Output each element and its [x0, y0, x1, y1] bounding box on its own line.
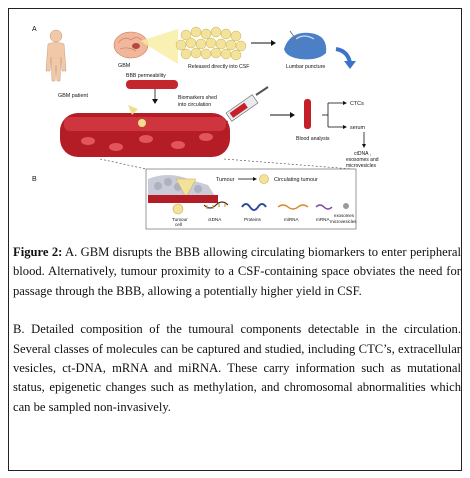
tumour-label: Tumour	[216, 177, 235, 183]
figure-illustration: A GBM patient GBM Released directly into…	[32, 26, 379, 230]
mrna-icon	[315, 204, 333, 210]
bbb-permeability-label: BBB permeability	[126, 73, 166, 79]
csf-cell-cluster	[175, 26, 247, 61]
mrna-label: mRNA	[316, 217, 330, 222]
panel-b-label: B	[32, 176, 37, 183]
ctcs-label: CTCs	[350, 101, 364, 107]
caption-paragraph-2: B. Detailed composition of the tumoural …	[13, 322, 461, 414]
microvesicles-label: microvesicles	[346, 163, 377, 169]
zoom-beam	[140, 29, 178, 64]
ctdna-label: ctDNA ,	[354, 151, 371, 157]
mirna-icon	[277, 204, 309, 210]
blood-analysis-label: Blood analysis	[296, 136, 330, 142]
exosomes-label: exosomes and	[346, 157, 379, 163]
panel-a-label: A	[32, 26, 37, 33]
serum-label: serum	[350, 125, 365, 131]
brain-illustration	[113, 31, 149, 59]
lumbar-puncture-label: Lumbar puncture	[286, 64, 325, 70]
bbb-vessel-small	[126, 80, 178, 89]
panel-b-tissue	[148, 175, 218, 203]
tumour-cell-shed	[128, 105, 138, 115]
ctdna-icon	[203, 201, 229, 209]
into-circulation-label: into circulation	[178, 102, 211, 108]
caption-paragraph-1: Figure 2: A. GBM disrupts the BBB allowi…	[13, 243, 461, 301]
exosomes-b-label: exosomes	[334, 213, 355, 218]
ctdna-b-label: ctDNA	[208, 217, 222, 222]
caption-text-a: A. GBM disrupts the BBB allowing circula…	[13, 245, 461, 298]
figure-panel-border	[8, 8, 462, 471]
tumour-cell-label-1: Tumour	[172, 217, 188, 222]
circulating-tumour-cell	[259, 174, 269, 184]
gbm-label: GBM	[118, 63, 131, 69]
proteins-label: Proteins	[244, 217, 262, 222]
circulating-tumour-label: Circulating tumour	[274, 177, 318, 183]
blood-tube	[304, 99, 311, 129]
figure-caption: Figure 2: A. GBM disrupts the BBB allowi…	[13, 243, 461, 436]
lumbar-puncture-illustration	[284, 30, 327, 60]
syringe-illustration	[205, 86, 269, 138]
patient-figure	[45, 29, 67, 82]
caption-label: Figure 2:	[13, 245, 63, 259]
biomarkers-shed-label: Biomarkers shed	[178, 95, 217, 101]
exosomes-icon	[343, 203, 349, 209]
gbm-patient-label: GBM patient	[58, 93, 88, 99]
tumour-cell-icon	[172, 203, 184, 215]
tumour-cell-label-2: cell	[175, 222, 182, 227]
mirna-label: miRNA	[284, 217, 299, 222]
proteins-icon	[241, 203, 267, 211]
blood-vessel	[60, 113, 230, 157]
released-csf-label: Released directly into CSF	[188, 64, 249, 70]
microvesicles-b-label: microvesicles	[330, 219, 357, 224]
